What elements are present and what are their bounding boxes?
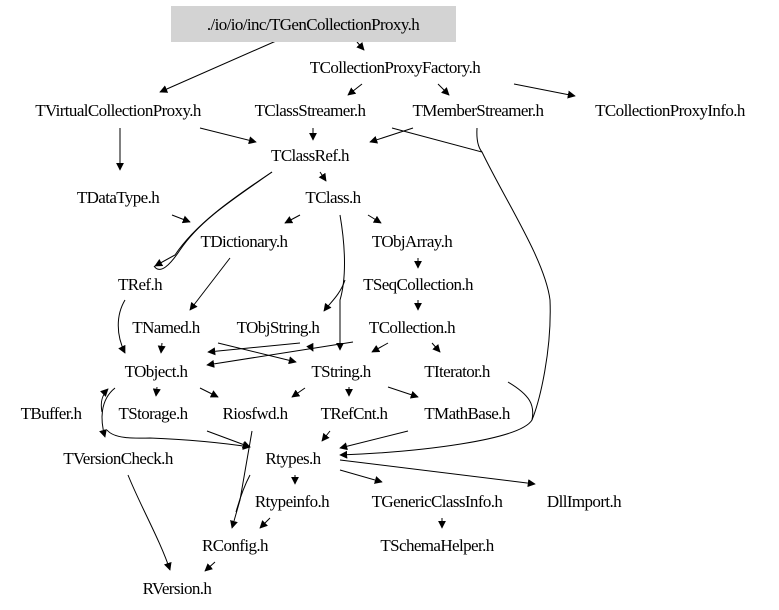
dependency-edge bbox=[507, 381, 534, 421]
dependency-edge bbox=[323, 279, 346, 312]
edges bbox=[99, 40, 576, 572]
node-rconfig[interactable]: RConfig.h bbox=[202, 536, 270, 555]
node-tmathbase[interactable]: TMathBase.h bbox=[424, 404, 511, 423]
node-tcollectionproxyfactory[interactable]: TCollectionProxyFactory.h bbox=[310, 58, 482, 77]
dependency-edge bbox=[291, 387, 306, 398]
dependency-edge bbox=[339, 430, 409, 451]
dependency-edge bbox=[100, 388, 109, 413]
dependency-edge bbox=[336, 214, 345, 351]
dependency-edge bbox=[117, 299, 126, 354]
node-tclassstreamer[interactable]: TClassStreamer.h bbox=[255, 101, 367, 120]
dependency-edge bbox=[371, 342, 389, 353]
dependency-edge bbox=[199, 127, 257, 145]
dependency-edge bbox=[306, 342, 314, 352]
node-trefcnt[interactable]: TRefCnt.h bbox=[321, 404, 390, 423]
node-riosfwd[interactable]: Riosfwd.h bbox=[223, 404, 290, 423]
dependency-edge bbox=[513, 83, 576, 99]
node-dllimport[interactable]: DllImport.h bbox=[547, 492, 623, 511]
node-tclassref[interactable]: TClassRef.h bbox=[271, 146, 351, 165]
dependency-edge bbox=[171, 214, 191, 224]
node-titerator[interactable]: TIterator.h bbox=[424, 362, 491, 381]
node-tcollection[interactable]: TCollection.h bbox=[369, 318, 457, 337]
node-tstring[interactable]: TString.h bbox=[311, 362, 372, 381]
dependency-edge bbox=[321, 430, 331, 442]
node-tdictionary[interactable]: TDictionary.h bbox=[201, 232, 290, 251]
node-tmemberstreamer[interactable]: TMemberStreamer.h bbox=[413, 101, 546, 120]
dependency-edge bbox=[204, 561, 216, 572]
dependency-edge bbox=[153, 171, 273, 270]
node-rversion[interactable]: RVersion.h bbox=[143, 579, 213, 598]
dependency-edge bbox=[387, 386, 419, 399]
node-tschemahelper[interactable]: TSchemaHelper.h bbox=[380, 536, 495, 555]
node-tseqcollection[interactable]: TSeqCollection.h bbox=[363, 275, 475, 294]
dependency-edge bbox=[154, 171, 273, 267]
dependency-edge bbox=[235, 474, 251, 513]
dependency-edge bbox=[431, 342, 441, 353]
dependency-edge bbox=[206, 341, 354, 368]
dependency-edge bbox=[259, 517, 271, 529]
dependency-edge bbox=[99, 387, 116, 438]
dependency-edge bbox=[284, 214, 301, 224]
node-tversioncheck[interactable]: TVersionCheck.h bbox=[63, 449, 174, 468]
node-tgenericclassinfo[interactable]: TGenericClassInfo.h bbox=[372, 492, 504, 511]
node-tobject[interactable]: TObject.h bbox=[125, 362, 189, 381]
dependency-edge bbox=[356, 41, 365, 51]
dependency-edge bbox=[152, 386, 161, 397]
dependency-edge bbox=[217, 342, 297, 365]
dependency-edge bbox=[437, 83, 450, 96]
node-tclass[interactable]: TClass.h bbox=[305, 188, 362, 207]
root-node-box[interactable] bbox=[171, 6, 456, 42]
node-tbuffer[interactable]: TBuffer.h bbox=[21, 404, 84, 423]
node-tobjarray[interactable]: TObjArray.h bbox=[372, 232, 454, 251]
dependency-edge bbox=[159, 40, 277, 93]
node-root[interactable]: ./io/io/inc/TGenCollectionProxy.h bbox=[207, 15, 421, 34]
dependency-edge bbox=[199, 387, 219, 398]
node-tstorage[interactable]: TStorage.h bbox=[118, 404, 189, 423]
dependency-edge bbox=[106, 429, 251, 450]
dependency-edge bbox=[347, 83, 363, 96]
node-rtypes[interactable]: Rtypes.h bbox=[265, 449, 322, 468]
dependency-edge bbox=[207, 342, 301, 356]
dependency-edge bbox=[318, 171, 327, 182]
dependency-edge bbox=[339, 127, 551, 459]
dependency-edge bbox=[127, 474, 172, 571]
dependency-edge bbox=[367, 214, 382, 224]
dependency-edge bbox=[369, 127, 414, 144]
dependency-edge bbox=[339, 469, 383, 484]
node-tcollectionproxyinfo[interactable]: TCollectionProxyInfo.h bbox=[595, 101, 746, 120]
node-rtypeinfo[interactable]: Rtypeinfo.h bbox=[255, 492, 331, 511]
dependency-edge bbox=[339, 459, 536, 488]
dependency-edge bbox=[157, 342, 166, 354]
node-tref[interactable]: TRef.h bbox=[118, 275, 164, 294]
dependency-edge bbox=[476, 127, 483, 153]
node-tnamed[interactable]: TNamed.h bbox=[132, 318, 201, 337]
node-tobjstring[interactable]: TObjString.h bbox=[237, 318, 321, 337]
dependency-edge bbox=[189, 257, 231, 311]
node-tvirtualcollectionproxy[interactable]: TVirtualCollectionProxy.h bbox=[35, 101, 202, 120]
node-tdatatype[interactable]: TDataType.h bbox=[77, 188, 161, 207]
dependency-edge bbox=[206, 430, 251, 449]
